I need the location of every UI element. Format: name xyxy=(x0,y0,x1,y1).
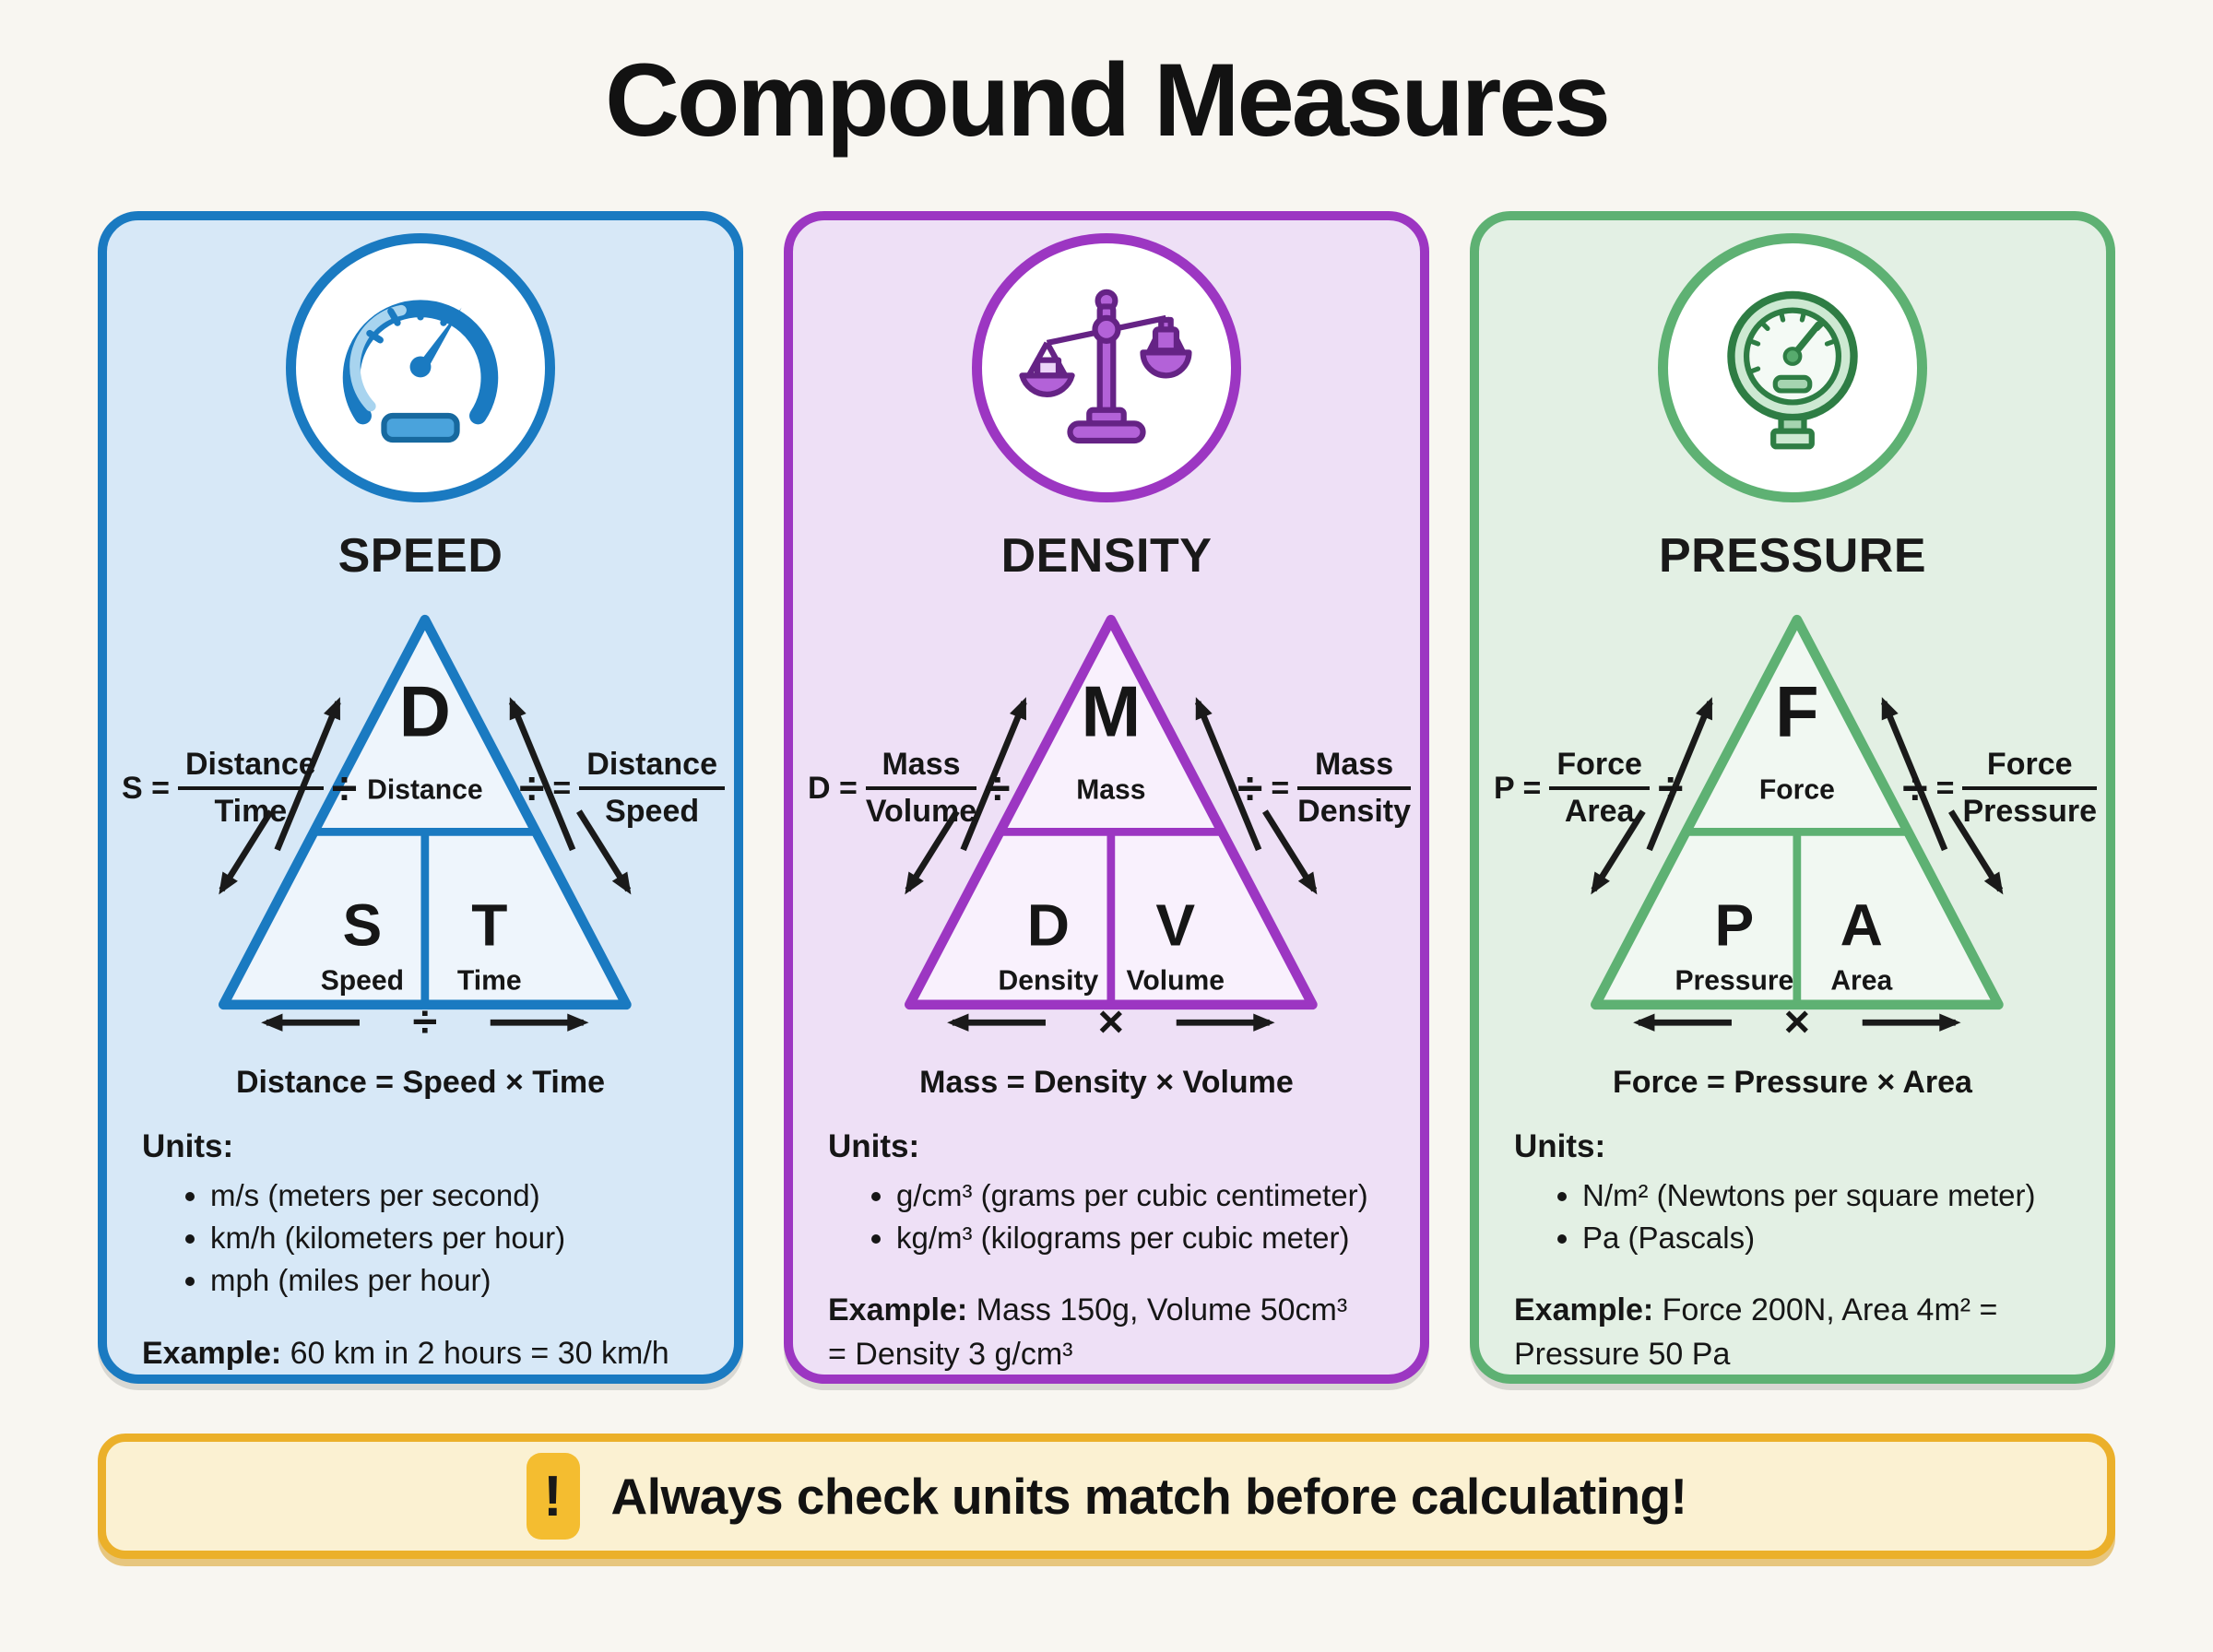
svg-text:÷: ÷ xyxy=(413,997,438,1047)
svg-text:S: S xyxy=(343,892,383,959)
svg-text:V: V xyxy=(1155,892,1195,959)
exclamation-icon: ! xyxy=(526,1453,580,1540)
unit-item: N/m² (Newtons per square meter) xyxy=(1582,1174,2071,1217)
units-heading: Units: xyxy=(142,1128,234,1164)
density-formula-triangle: M Mass D Density V Volume × xyxy=(905,614,1318,1047)
svg-text:×: × xyxy=(1784,997,1810,1047)
speed-units: Units: m/s (meters per second) km/h (kil… xyxy=(107,1128,734,1303)
speed-example: Example: 60 km in 2 hours = 30 km/h xyxy=(142,1335,669,1371)
down-arrow-icon xyxy=(1591,809,1646,895)
balance-scale-icon xyxy=(1019,289,1192,444)
svg-text:Mass: Mass xyxy=(1076,774,1145,805)
pressure-gauge-icon xyxy=(1727,290,1858,450)
speed-diagram: D Distance S Speed T Time ÷ S = Distance… xyxy=(107,595,734,1063)
svg-text:Pressure: Pressure xyxy=(1675,965,1793,996)
density-units: Units: g/cm³ (grams per cubic centimeter… xyxy=(793,1128,1420,1259)
density-card: DENSITY M xyxy=(784,211,1429,1384)
divide-icon: ÷ xyxy=(518,761,545,814)
down-arrow-icon xyxy=(219,809,274,895)
unit-item: mph (miles per hour) xyxy=(210,1259,699,1302)
density-icon-medallion xyxy=(972,233,1241,502)
up-arrow-icon xyxy=(1194,697,1262,852)
divide-icon: ÷ xyxy=(1902,761,1928,814)
svg-text:M: M xyxy=(1081,672,1141,751)
pressure-card: PRESSURE F xyxy=(1470,211,2115,1384)
unit-item: kg/m³ (kilograms per cubic meter) xyxy=(896,1217,1385,1259)
speed-formula-triangle: D Distance S Speed T Time ÷ xyxy=(219,614,632,1047)
pressure-icon-medallion xyxy=(1658,233,1927,502)
units-heading: Units: xyxy=(1514,1128,1606,1164)
density-card-title: DENSITY xyxy=(1000,529,1213,583)
svg-text:A: A xyxy=(1840,892,1883,959)
down-arrow-icon xyxy=(1262,809,1318,895)
up-arrow-icon xyxy=(508,697,576,852)
svg-text:×: × xyxy=(1098,997,1124,1047)
cards-row: SPEED D xyxy=(0,211,2213,1384)
divide-icon: ÷ xyxy=(331,761,358,814)
warning-text: Always check units match before calculat… xyxy=(610,1468,1687,1525)
speed-card: SPEED D xyxy=(98,211,743,1384)
pressure-product-formula: Force = Pressure × Area xyxy=(1613,1065,1972,1100)
divide-icon: ÷ xyxy=(985,761,1011,814)
pressure-card-title: PRESSURE xyxy=(1658,529,1927,583)
svg-text:Density: Density xyxy=(999,965,1099,996)
svg-text:Area: Area xyxy=(1830,965,1892,996)
down-arrow-icon xyxy=(905,809,960,895)
pressure-units: Units: N/m² (Newtons per square meter) P… xyxy=(1479,1128,2106,1259)
unit-item: km/h (kilometers per hour) xyxy=(210,1217,699,1259)
speedometer-icon xyxy=(342,300,499,443)
density-example: Example: Mass 150g, Volume 50cm³ = Densi… xyxy=(828,1292,1348,1372)
warning-banner: ! Always check units match before calcul… xyxy=(98,1434,2115,1559)
up-arrow-icon xyxy=(960,697,1027,852)
svg-text:Time: Time xyxy=(457,965,522,996)
up-arrow-icon xyxy=(274,697,341,852)
svg-text:T: T xyxy=(471,892,507,959)
pressure-formula-triangle: F Force P Pressure A Area × xyxy=(1591,614,2004,1047)
pressure-example: Example: Force 200N, Area 4m² = Pressure… xyxy=(1514,1292,1998,1372)
speed-card-title: SPEED xyxy=(337,529,503,583)
page-title: Compound Measures xyxy=(605,42,1611,158)
svg-text:F: F xyxy=(1775,672,1818,751)
down-arrow-icon xyxy=(1948,809,2004,895)
unit-item: g/cm³ (grams per cubic centimeter) xyxy=(896,1174,1385,1217)
down-arrow-icon xyxy=(576,809,632,895)
unit-item: m/s (meters per second) xyxy=(210,1174,699,1217)
speed-icon-medallion xyxy=(286,233,555,502)
divide-icon: ÷ xyxy=(1657,761,1684,814)
svg-text:Force: Force xyxy=(1759,774,1835,805)
svg-text:Distance: Distance xyxy=(367,774,482,805)
unit-item: Pa (Pascals) xyxy=(1582,1217,2071,1259)
svg-text:P: P xyxy=(1715,892,1755,959)
up-arrow-icon xyxy=(1880,697,1948,852)
svg-text:Volume: Volume xyxy=(1127,965,1225,996)
svg-text:D: D xyxy=(399,672,451,751)
up-arrow-icon xyxy=(1646,697,1713,852)
svg-text:D: D xyxy=(1027,892,1070,959)
divide-icon: ÷ xyxy=(1237,761,1263,814)
density-product-formula: Mass = Density × Volume xyxy=(919,1065,1294,1100)
svg-text:Speed: Speed xyxy=(321,965,404,996)
units-heading: Units: xyxy=(828,1128,920,1164)
speed-product-formula: Distance = Speed × Time xyxy=(236,1065,605,1100)
